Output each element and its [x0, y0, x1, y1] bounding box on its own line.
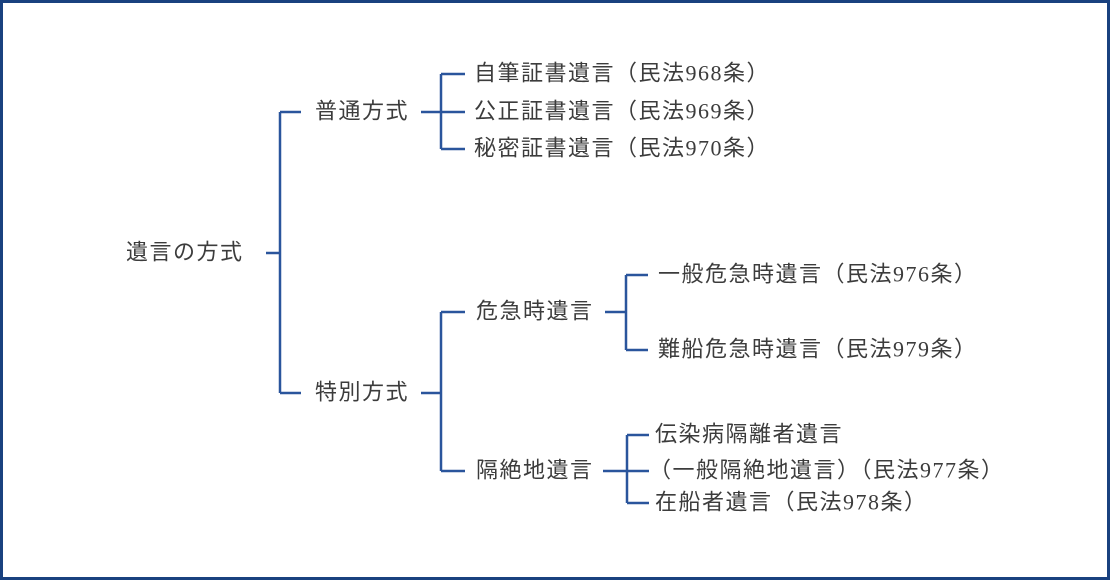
tree-connector-lines	[266, 72, 649, 505]
node-ordinary-method: 普通方式	[315, 98, 410, 124]
leaf-shipwreck-emergency-will: 難船危急時遺言（民法979条）	[658, 336, 978, 362]
node-special-method: 特別方式	[315, 379, 410, 405]
leaf-holograph-will: 自筆証書遺言（民法968条）	[474, 60, 771, 86]
leaf-infectious-disease-will: 伝染病隔離者遺言	[655, 421, 844, 447]
leaf-general-isolated-will: （一般隔絶地遺言）（民法977条）	[649, 457, 1005, 483]
leaf-general-emergency-will: 一般危急時遺言（民法976条）	[658, 261, 978, 287]
node-isolated-place-will: 隔絶地遺言	[476, 457, 594, 483]
leaf-secret-will: 秘密証書遺言（民法970条）	[474, 135, 771, 161]
node-emergency-will: 危急時遺言	[476, 298, 594, 324]
leaf-notarized-will: 公正証書遺言（民法969条）	[474, 98, 771, 124]
node-will-formats: 遺言の方式	[126, 239, 244, 265]
leaf-on-board-will: 在船者遺言（民法978条）	[655, 489, 928, 515]
